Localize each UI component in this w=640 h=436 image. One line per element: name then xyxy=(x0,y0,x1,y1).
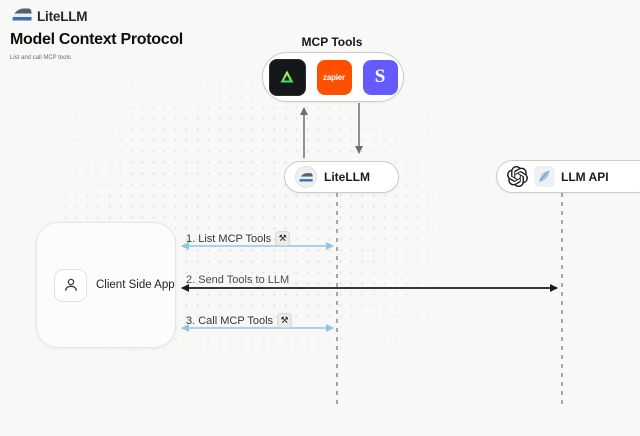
message-call-mcp-tools: 3. Call MCP Tools ⚒ xyxy=(186,313,293,328)
message-2-text: 2. Send Tools to LLM xyxy=(186,274,290,286)
litellm-train-icon xyxy=(295,166,317,188)
green-triangle-logo-icon xyxy=(268,58,306,96)
mcp-tools-box: zapier S xyxy=(262,52,404,102)
brand-name: LiteLLM xyxy=(37,9,88,24)
tools-badge-icon: ⚒ xyxy=(277,313,293,328)
tools-badge-icon: ⚒ xyxy=(275,231,291,246)
llm-api-node: LLM API xyxy=(496,160,640,193)
client-side-app-node: Client Side App xyxy=(36,222,176,348)
page-subtitle: List and call MCP tools xyxy=(10,55,71,61)
message-1-text: 1. List MCP Tools xyxy=(186,232,272,245)
litellm-logo-icon xyxy=(12,7,32,26)
stripe-letter: S xyxy=(374,66,386,87)
mcp-tools-label: MCP Tools xyxy=(301,35,363,49)
message-3-text: 3. Call MCP Tools xyxy=(186,314,274,327)
litellm-node-label: LiteLLM xyxy=(324,170,370,184)
message-send-tools-to-llm: 2. Send Tools to LLM xyxy=(186,274,289,286)
page-title: Model Context Protocol xyxy=(10,31,183,48)
blue-feather-provider-icon xyxy=(534,166,555,187)
client-node-label: Client Side App xyxy=(96,279,175,291)
brand: LiteLLM xyxy=(12,7,88,26)
litellm-node: LiteLLM xyxy=(284,161,399,193)
user-icon xyxy=(54,268,87,302)
llm-api-node-label: LLM API xyxy=(561,169,609,184)
zapier-logo-icon: zapier xyxy=(316,59,352,95)
stripe-logo-icon: S xyxy=(362,59,398,95)
message-list-mcp-tools: 1. List MCP Tools ⚒ xyxy=(186,231,291,246)
zapier-wordmark: zapier xyxy=(323,72,345,82)
openai-icon xyxy=(507,166,528,187)
